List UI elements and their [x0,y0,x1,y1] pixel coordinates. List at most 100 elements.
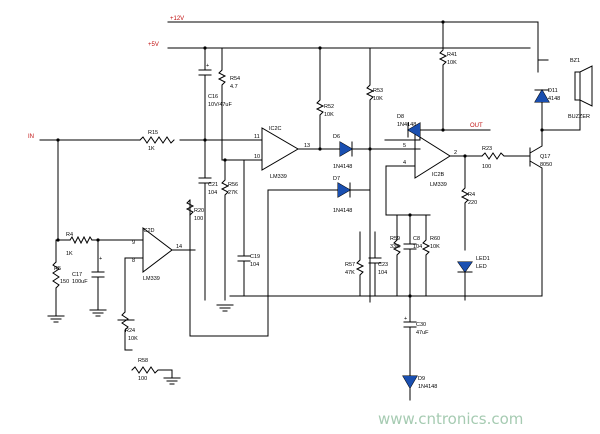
capacitor-c16 [198,47,212,141]
diode-d7-body [338,183,350,197]
ic2b-value: LM339 [430,182,447,188]
junction-dot [441,20,445,24]
d7-ref: D7 [333,176,340,182]
d6-ref: D6 [333,134,340,140]
ic2c-ref: IC2C [269,126,282,132]
r41-ref: R41 [447,52,457,58]
wire-ic2d-neg [124,257,144,313]
net-label-in: IN [28,134,34,140]
c17-ref: C17 [72,272,82,278]
bz-value: BUZZER [568,114,590,120]
pin-9: 9 [132,240,135,246]
watermark: www.cntronics.com [378,410,523,428]
pin-14: 14 [176,244,182,250]
resistor-r4b [460,155,470,251]
resistor-r56 [220,159,230,301]
r24-value: 10K [128,336,138,342]
capacitor-c8 [403,214,417,297]
resistor-r41 [438,21,448,131]
r23-value: 100 [482,164,491,170]
junction-dot [463,154,467,158]
wire-ic2d-out-down [189,189,321,337]
pin-10: 10 [254,154,260,160]
r60-ref: R60 [430,236,440,242]
bz-ref: BZ1 [570,58,580,64]
resistor-r4 [69,235,93,245]
r15-ref: R15 [148,130,158,136]
pin-5: 5 [403,143,406,149]
r41-value: 10K [447,60,457,66]
resistor-r5 [52,261,60,317]
wire-r4-ic2d [91,239,144,263]
junction-dot [56,138,60,142]
r56-ref: R56 [228,182,238,188]
net-label-5v: +5V [148,42,159,48]
r24-ref: R24 [125,328,135,334]
r52-ref: R52 [324,104,334,110]
opamp-ic2b [414,133,451,179]
resistor-r20 [185,199,195,216]
d8-ref: D8 [397,114,404,120]
r4b-value: 220 [468,200,477,206]
r15-value: 1K [148,146,155,152]
junction-dot [203,46,207,50]
capacitor-c19 [237,159,251,297]
d7-value: 1N4148 [333,208,352,214]
r53-value: 10K [373,96,383,102]
r4-ref: R4 [66,232,73,238]
junction-dot [203,138,207,142]
junction-dot [318,46,322,50]
r4b-ref: R4 [468,192,475,198]
d11-ref: D11 [548,88,558,94]
c21-value: 104 [208,190,217,196]
d8-value: 1N4148 [397,122,416,128]
opamp-ic2c [261,127,299,171]
c8-ref: C8 [413,236,420,242]
wire-c8-node [385,165,431,216]
r59-ref: R59 [390,236,400,242]
pot-r24 [121,311,133,351]
q17-value: 8050 [540,162,552,168]
d9-value: 1N4148 [418,384,437,390]
r54-ref: R54 [230,76,240,82]
r52-value: 10K [324,112,334,118]
c19-ref: C19 [250,254,260,260]
r23-ref: R23 [482,146,492,152]
wire-input-node [55,139,71,263]
q17-ref: Q17 [540,154,550,160]
led1-ref: LED1 [476,256,490,262]
transistor-q17 [529,129,543,297]
c8-value: 104 [413,244,422,250]
r57-value: 47K [345,270,355,276]
r5-value: 150 [60,279,69,285]
resistor-r52 [315,47,325,150]
wire-ic2b-pos [385,148,421,167]
c21-ref: C21 [208,182,218,188]
capacitor-c23 [368,231,382,297]
pin-13: 13 [304,143,310,149]
r58-ref: R58 [138,358,148,364]
c17-plus-mark: + [99,256,102,262]
r54-value: 4.7 [230,84,238,90]
c30-value: 47uF [416,330,429,336]
capacitor-c21 [198,139,212,301]
junction-dot [441,128,445,132]
c16-plus-mark: + [206,63,209,69]
junction-dot [56,238,60,242]
ground-r5 [47,315,65,323]
opamp-ic2d [142,226,173,274]
rail-12v [167,21,549,73]
r20-ref: R20 [194,208,204,214]
ground-r58 [163,369,181,385]
junction-dot [96,238,100,242]
diode-d11-body [535,90,549,102]
r56-value: 27K [228,190,238,196]
r58-value: 100 [138,376,147,382]
capacitor-c30 [403,295,417,363]
junction-dot [223,158,227,162]
c30-plus-mark: + [404,316,407,322]
diode-d6-body [340,142,352,156]
pin-4: 4 [403,160,406,166]
resistor-r53 [365,47,375,303]
